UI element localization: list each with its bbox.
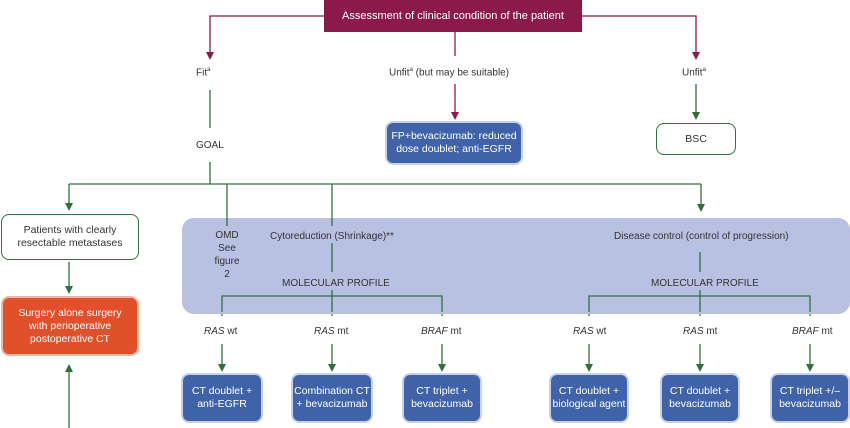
mutation-status: mt — [447, 326, 462, 337]
unfit-suitable-treatment-box: FP+bevacizumab: reduced dose doublet; an… — [385, 121, 523, 165]
braf-mt-label-left: BRAF mt — [421, 326, 462, 337]
ras-wt-label-right: RAS wt — [573, 326, 606, 337]
unfit-suitable-treatment-label: FP+bevacizumab: reduced dose doublet; an… — [391, 130, 517, 155]
treatment-box-ras-wt-right: CT doublet + biological agent — [549, 373, 629, 423]
ras-wt-label-left: RAS wt — [204, 326, 237, 337]
unfit-suitable-note: (but may be suitable) — [412, 67, 510, 79]
treatment-box-ras-wt-left: CT doublet + anti-EGFR — [181, 373, 263, 423]
treatment-box-ras-mt-left: Combination CT + bevacizumab — [291, 373, 373, 423]
unfit-suitable-footnote: a — [409, 67, 413, 73]
treatment-label: CT triplet + bevacizumab — [411, 385, 473, 410]
fit-label: Fita — [196, 67, 210, 78]
treatment-label: CT doublet + biological agent — [552, 385, 626, 410]
unfit-text: Unfit — [682, 67, 703, 79]
treatment-label: Combination CT + bevacizumab — [294, 385, 370, 410]
gene-name: RAS — [314, 326, 335, 337]
unfit-label: Unfita — [682, 67, 706, 78]
treatment-label: CT doublet + anti-EGFR — [191, 385, 253, 410]
root-label: Assessment of clinical condition of the … — [342, 9, 564, 22]
gene-name: RAS — [204, 326, 225, 337]
gene-name: RAS — [573, 326, 594, 337]
disease-control-label: Disease control (control of progression) — [614, 231, 789, 242]
resectable-metastases-label: Patients with clearly resectable metasta… — [17, 224, 123, 249]
goal-label: GOAL — [196, 140, 224, 151]
mutation-status: wt — [593, 326, 607, 337]
unfit-suitable-text: Unfit — [389, 67, 410, 79]
treatment-label: CT doublet + bevacizumab — [669, 385, 731, 410]
gene-name: RAS — [683, 326, 704, 337]
treatment-box-braf-mt-left: CT triplet + bevacizumab — [402, 373, 482, 423]
treatment-box-ras-mt-right: CT doublet + bevacizumab — [660, 373, 740, 423]
treatment-goal-panel — [182, 218, 850, 314]
omd-label: OMD See figure 2 — [214, 230, 240, 280]
surgery-box: Surgery alone surgery with perioperative… — [1, 296, 139, 356]
cytoreduction-label: Cytoreduction (Shrinkage)** — [270, 231, 394, 242]
resectable-metastases-box: Patients with clearly resectable metasta… — [1, 214, 139, 260]
surgery-label: Surgery alone surgery with perioperative… — [18, 306, 122, 345]
gene-name: BRAF — [421, 326, 448, 337]
unfit-suitable-label: Unfita (but may be suitable) — [389, 67, 509, 78]
fit-footnote: a — [207, 67, 211, 73]
molecular-profile-right-label: MOLECULAR PROFILE — [651, 278, 759, 289]
mutation-status: mt — [703, 326, 718, 337]
molecular-profile-left-label: MOLECULAR PROFILE — [282, 278, 390, 289]
root-assessment-box: Assessment of clinical condition of the … — [324, 0, 582, 32]
treatment-box-braf-mt-right: CT triplet +/– bevacizumab — [770, 373, 850, 423]
ras-mt-label-right: RAS mt — [683, 326, 717, 337]
mutation-status: mt — [818, 326, 833, 337]
braf-mt-label-right: BRAF mt — [792, 326, 833, 337]
fit-text: Fit — [196, 67, 208, 79]
mutation-status: wt — [224, 326, 238, 337]
bsc-box: BSC — [656, 123, 736, 155]
gene-name: BRAF — [792, 326, 819, 337]
mutation-status: mt — [334, 326, 349, 337]
ras-mt-label-left: RAS mt — [314, 326, 348, 337]
unfit-footnote: a — [702, 67, 706, 73]
bsc-label: BSC — [685, 132, 707, 145]
treatment-label: CT triplet +/– bevacizumab — [779, 385, 841, 410]
